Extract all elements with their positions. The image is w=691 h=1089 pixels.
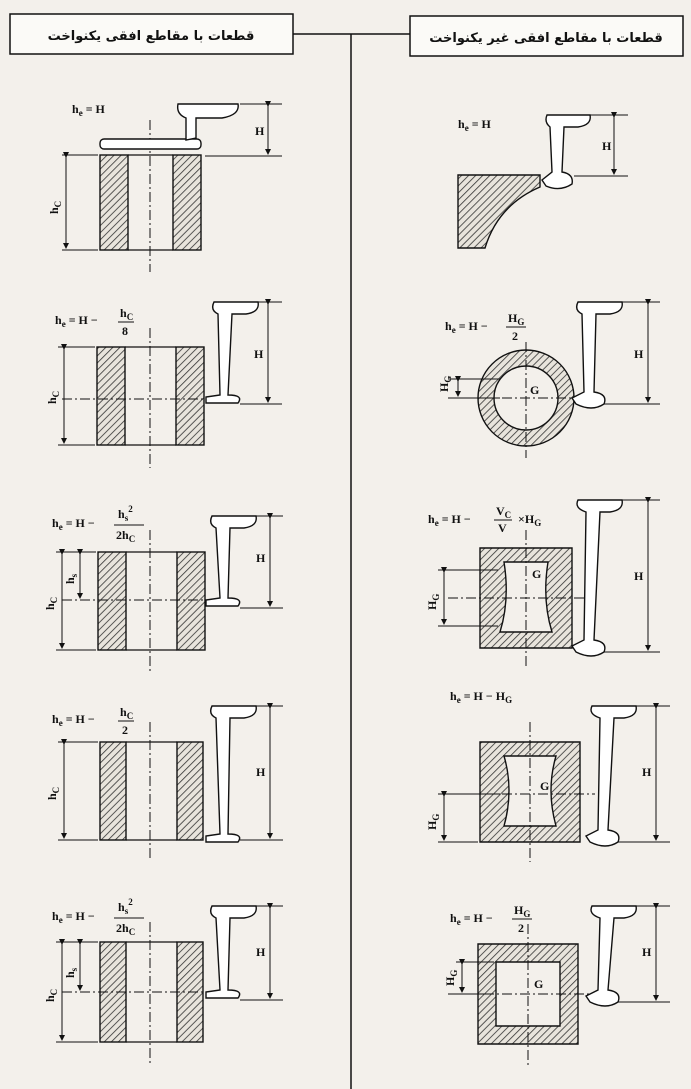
svg-text:H: H xyxy=(634,347,644,361)
pouring-cup xyxy=(176,103,239,141)
svg-text:he = H: he = H xyxy=(72,102,106,118)
svg-text:HG: HG xyxy=(443,970,459,986)
svg-text:×HG: ×HG xyxy=(518,512,541,528)
casting-wall-right xyxy=(172,154,202,251)
svg-text:H: H xyxy=(602,139,612,153)
svg-text:he = H −: he = H − xyxy=(445,319,488,335)
svg-text:he = H −: he = H − xyxy=(428,512,471,528)
header-left-text: قطعات با مقاطع افقی یکنواخت xyxy=(48,29,255,44)
svg-text:he = H −: he = H − xyxy=(52,909,95,925)
svg-text:G: G xyxy=(530,383,539,397)
svg-text:G: G xyxy=(532,567,541,581)
svg-text:G: G xyxy=(534,977,543,991)
svg-text:H: H xyxy=(634,569,644,583)
casting-wall-left xyxy=(99,154,129,251)
svg-text:H: H xyxy=(642,765,652,779)
svg-text:2: 2 xyxy=(518,921,524,935)
left-case-3: he = H − hs2 2hC H hC hs xyxy=(43,504,283,672)
svg-text:he = H −: he = H − xyxy=(450,911,493,927)
right-case-3: he = H − VC V ×HG G H HG xyxy=(425,497,660,668)
svg-text:2: 2 xyxy=(512,329,518,343)
svg-text:2hC: 2hC xyxy=(116,921,135,937)
svg-text:hC: hC xyxy=(45,391,61,404)
svg-text:hs2: hs2 xyxy=(118,897,133,916)
svg-text:HG: HG xyxy=(514,903,530,919)
svg-text:hs: hs xyxy=(63,967,79,978)
svg-text:hC: hC xyxy=(120,705,133,721)
svg-text:V: V xyxy=(498,521,507,535)
svg-text:8: 8 xyxy=(122,324,128,338)
left-case-5: he = H − hs2 2hC H hC hs xyxy=(43,897,283,1066)
svg-text:2hC: 2hC xyxy=(116,528,135,544)
header-right: قطعات با مقاطع افقی غیر یکنواخت xyxy=(409,15,684,57)
svg-text:hC: hC xyxy=(45,787,61,800)
right-case-4: he = H − HG G H HG xyxy=(425,689,670,862)
svg-text:HG: HG xyxy=(508,311,524,327)
svg-text:he = H −: he = H − xyxy=(52,516,95,532)
svg-text:H: H xyxy=(256,945,266,959)
left-case-1: he = H H hC xyxy=(47,101,282,272)
header-left: قطعات با مقاطع افقی یکنواخت xyxy=(9,13,294,55)
svg-text:he = H: he = H xyxy=(458,117,492,133)
svg-text:hC: hC xyxy=(43,597,59,610)
dim-H: H xyxy=(255,124,265,138)
l-casting xyxy=(457,174,541,249)
formula-l1: he = H xyxy=(72,102,106,118)
right-case-1: he = H H xyxy=(457,112,628,249)
svg-text:2: 2 xyxy=(122,723,128,737)
svg-text:H: H xyxy=(256,765,266,779)
left-case-2: he = H − hC 8 H hC xyxy=(45,299,282,468)
left-case-4: he = H − hC 2 H hC xyxy=(45,703,283,860)
svg-text:HG: HG xyxy=(437,376,453,392)
svg-text:hC: hC xyxy=(47,201,63,214)
svg-text:he = H −: he = H − xyxy=(52,712,95,728)
svg-text:H: H xyxy=(256,551,266,565)
svg-text:hs: hs xyxy=(63,573,79,584)
svg-text:HG: HG xyxy=(425,814,441,830)
right-case-5: he = H − HG 2 G H HG xyxy=(443,903,670,1066)
svg-text:H: H xyxy=(642,945,652,959)
formula-l2: he = H − xyxy=(55,313,98,329)
svg-text:H: H xyxy=(254,347,264,361)
right-case-2: he = H − HG 2 G H HG xyxy=(437,299,660,458)
svg-text:VC: VC xyxy=(496,504,511,520)
svg-text:hC: hC xyxy=(43,989,59,1002)
svg-text:hs2: hs2 xyxy=(118,504,133,523)
header-right-text: قطعات با مقاطع افقی غیر یکنواخت xyxy=(429,31,663,46)
svg-text:he = H − HG: he = H − HG xyxy=(450,689,512,705)
runner xyxy=(99,138,202,150)
svg-text:HG: HG xyxy=(425,594,441,610)
svg-text:G: G xyxy=(540,779,549,793)
svg-text:hC: hC xyxy=(120,306,133,322)
